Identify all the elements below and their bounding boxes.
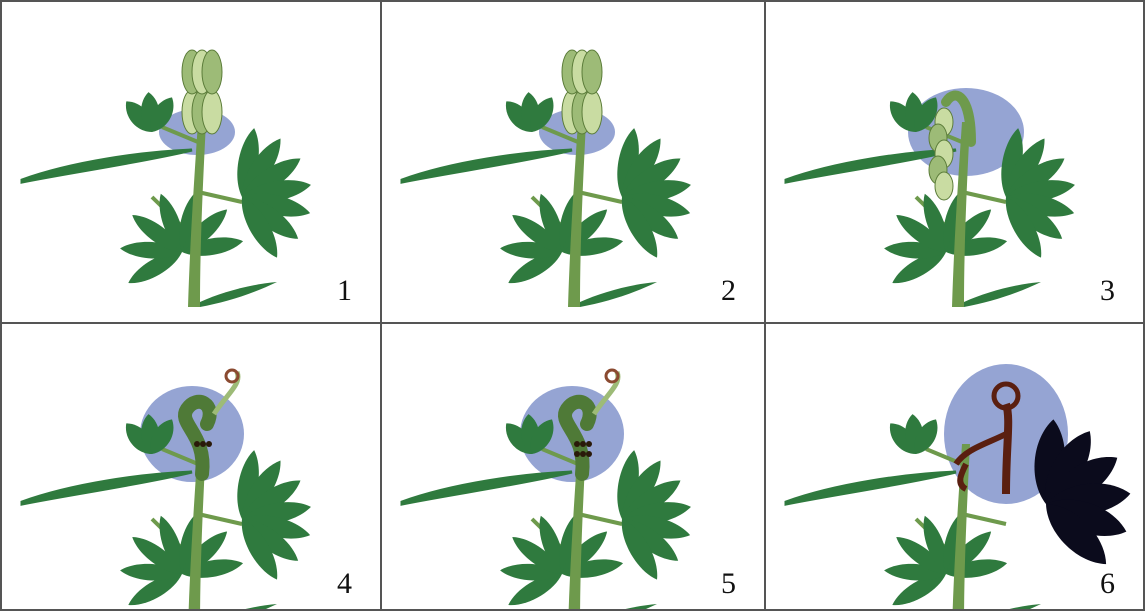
plant [786, 364, 1132, 609]
lesion-spot [194, 441, 200, 447]
lesion-spot [574, 451, 580, 457]
bud-petal [582, 50, 602, 94]
long-leaf [402, 472, 572, 504]
panel-2: 2 [380, 0, 766, 324]
panel-5: 5 [380, 322, 766, 611]
bud-petal [202, 50, 222, 94]
long-leaf [22, 472, 192, 504]
plant-illustration [766, 2, 1143, 322]
bud [182, 50, 222, 134]
long-leaf [402, 150, 572, 182]
plant-illustration [2, 324, 380, 609]
bottom-leaf [964, 604, 1041, 609]
plant [402, 50, 693, 307]
bud [562, 50, 602, 134]
lesion-spot [586, 451, 592, 457]
plant-illustration [382, 2, 764, 322]
petiole [962, 192, 1006, 202]
bottom-leaf [580, 282, 657, 307]
panel-label: 1 [337, 274, 352, 308]
lesion-spot [574, 441, 580, 447]
panel-label: 4 [337, 567, 352, 601]
bottom-leaf [964, 282, 1041, 307]
plant [402, 370, 693, 609]
bud-petal [935, 172, 953, 200]
plant-illustration [2, 2, 380, 322]
lesion-spot [586, 441, 592, 447]
plant-illustration [766, 324, 1143, 609]
panel-label: 3 [1100, 274, 1115, 308]
panel-1: 1 [0, 0, 382, 324]
bud-petal [582, 90, 602, 134]
petiole [962, 514, 1006, 524]
plant [22, 50, 313, 307]
bottom-leaf [200, 282, 277, 307]
panel-6: 6 [764, 322, 1145, 611]
lesion-spot [206, 441, 212, 447]
panel-4: 4 [0, 322, 382, 611]
petiole [198, 192, 242, 202]
panel-label: 5 [721, 567, 736, 601]
bottom-leaf [200, 604, 277, 609]
long-leaf [786, 472, 956, 504]
lesion-spot [580, 441, 586, 447]
long-leaf [22, 150, 192, 182]
lesion-spot [580, 451, 586, 457]
petiole [198, 514, 242, 524]
plant [22, 370, 313, 609]
panel-label: 2 [721, 274, 736, 308]
plant-illustration [382, 324, 764, 609]
petiole [578, 192, 622, 202]
bud-petal [202, 90, 222, 134]
bottom-leaf [580, 604, 657, 609]
plant [786, 88, 1077, 307]
panel-label: 6 [1100, 567, 1115, 601]
lesion-spot [200, 441, 206, 447]
dead-stem [1006, 404, 1008, 494]
petiole [578, 514, 622, 524]
panel-3: 3 [764, 0, 1145, 324]
